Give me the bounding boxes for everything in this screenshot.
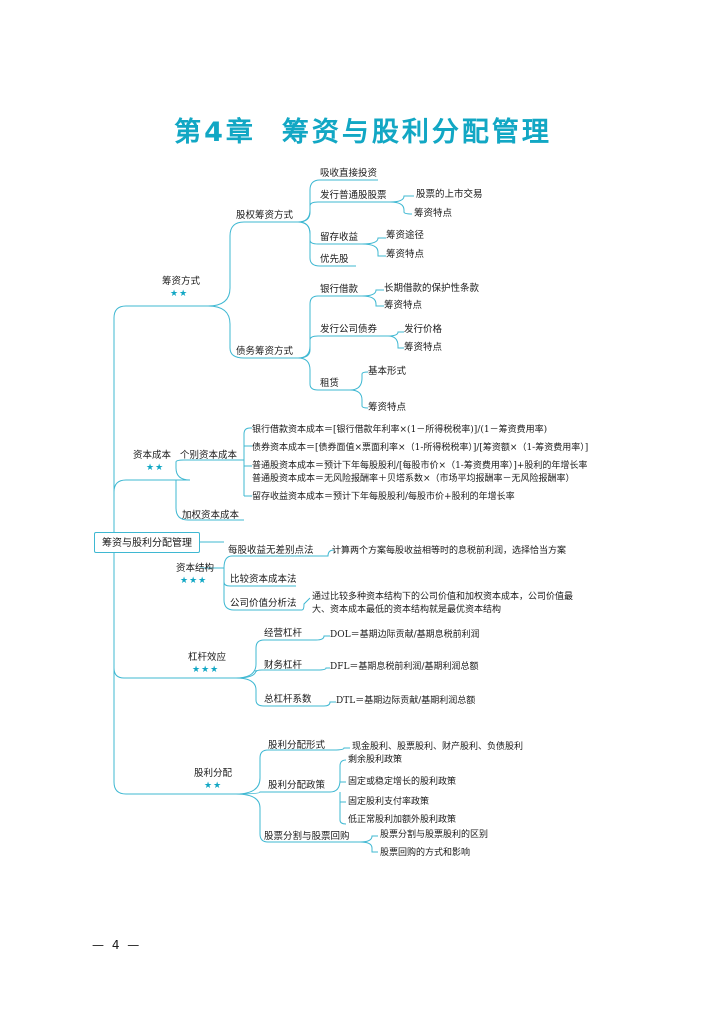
bond-issue: 发行公司债券 <box>320 324 378 335</box>
total-leverage: 总杠杆系数 <box>264 694 312 705</box>
formula-bank-loan: 银行借款资本成本＝[银行借款年利率×(1－所得税税率)]/(1－筹资费用率) <box>252 425 548 435</box>
retained-earnings: 留存收益 <box>320 232 359 243</box>
bond-price: 发行价格 <box>404 324 443 335</box>
dividend-label: 股利分配 <box>194 768 233 779</box>
stock-features: 筹资特点 <box>414 208 453 219</box>
loan-covenants: 长期借款的保护性条款 <box>384 283 480 294</box>
formula-bond: 债券资本成本＝[债券面值×票面利率×（1-所得税税率）]/[筹资额×（1-筹资费… <box>252 443 589 453</box>
common-stock: 发行普通股股票 <box>320 190 387 201</box>
repurchase-methods: 股票回购的方式和影响 <box>380 848 471 858</box>
cost-compare-method: 比较资本成本法 <box>230 574 297 585</box>
equity-label: 股权筹资方式 <box>236 210 294 221</box>
chapter-name: 筹资与股利分配管理 <box>281 117 552 148</box>
stock-listing: 股票的上市交易 <box>416 189 483 200</box>
structure-label: 资本结构 <box>176 563 215 574</box>
dividend-forms-items: 现金股利、股票股利、财产股利、负债股利 <box>352 742 524 752</box>
bank-loan: 银行借款 <box>320 284 359 295</box>
financing-stars: ★★ <box>170 289 189 299</box>
retained-channel: 筹资途径 <box>386 230 425 241</box>
individual-cost: 个别资本成本 <box>180 450 238 461</box>
value-method: 公司价值分析法 <box>230 598 297 609</box>
chapter-prefix: 第 <box>174 117 205 148</box>
lease-forms: 基本形式 <box>368 366 407 377</box>
policy-fixed-ratio: 固定股利支付率政策 <box>348 797 430 807</box>
preferred-stock: 优先股 <box>320 254 349 265</box>
split-repurchase: 股票分割与股票回购 <box>264 831 350 842</box>
debt-label: 债务筹资方式 <box>236 346 294 357</box>
page-number: — 4 — <box>92 938 142 952</box>
formula-retained: 留存收益资本成本＝预计下年每股股利/每股市价+股利的年增长率 <box>252 492 515 502</box>
financial-leverage: 财务杠杆 <box>264 660 303 671</box>
financing-label: 筹资方式 <box>162 276 201 287</box>
eps-desc: 计算两个方案每股收益相等时的息税前利润，选择恰当方案 <box>332 546 567 556</box>
value-desc-line2: 大、资本成本最低的资本结构就是最优资本结构 <box>312 605 502 615</box>
cost-stars: ★★ <box>146 463 165 473</box>
dividend-policy: 股利分配政策 <box>268 780 326 791</box>
loan-features: 筹资特点 <box>384 300 423 311</box>
value-desc-line1: 通过比较多种资本结构下的公司价值和加权资本成本，公司价值最 <box>312 592 574 602</box>
cost-label: 资本成本 <box>133 450 172 461</box>
policy-stable-growth: 固定或稳定增长的股利政策 <box>348 777 457 787</box>
chapter-title: 第4章筹资与股利分配管理 <box>0 110 726 149</box>
leverage-label: 杠杆效应 <box>188 652 227 663</box>
dividend-forms: 股利分配形式 <box>268 740 326 751</box>
leverage-stars: ★★★ <box>192 665 220 675</box>
split-vs-dividend: 股票分割与股票股利的区别 <box>380 830 489 840</box>
root-node: 筹资与股利分配管理 <box>94 532 200 553</box>
direct-investment: 吸收直接投资 <box>320 168 378 179</box>
policy-low-plus-extra: 低正常股利加额外股利政策 <box>348 815 457 825</box>
bond-features: 筹资特点 <box>404 342 443 353</box>
dividend-stars: ★★ <box>204 781 223 791</box>
structure-stars: ★★★ <box>180 576 208 586</box>
weighted-cost: 加权资本成本 <box>182 510 240 521</box>
dol-formula: DOL＝基期边际贡献/基期息税前利润 <box>330 630 480 640</box>
chapter-suffix: 章 <box>225 117 256 148</box>
policy-residual: 剩余股利政策 <box>348 755 403 765</box>
eps-method: 每股收益无差别点法 <box>228 545 314 556</box>
lease-features: 筹资特点 <box>368 402 407 413</box>
lease: 租赁 <box>320 378 340 389</box>
dtl-formula: DTL＝基期边际贡献/基期利润总额 <box>336 696 476 706</box>
retained-features: 筹资特点 <box>386 249 425 260</box>
dfl-formula: DFL＝基期息税前利润/基期利润总额 <box>330 662 479 672</box>
formula-stock-capm: 普通股资本成本＝无风险报酬率＋贝塔系数×（市场平均报酬率－无风险报酬率） <box>252 474 575 484</box>
operating-leverage: 经营杠杆 <box>264 628 303 639</box>
formula-stock-dividend: 普通股资本成本＝预计下年每股股利/[每股市价×（1-筹资费用率）]+股利的年增长… <box>252 461 588 471</box>
chapter-number: 4 <box>204 117 226 148</box>
